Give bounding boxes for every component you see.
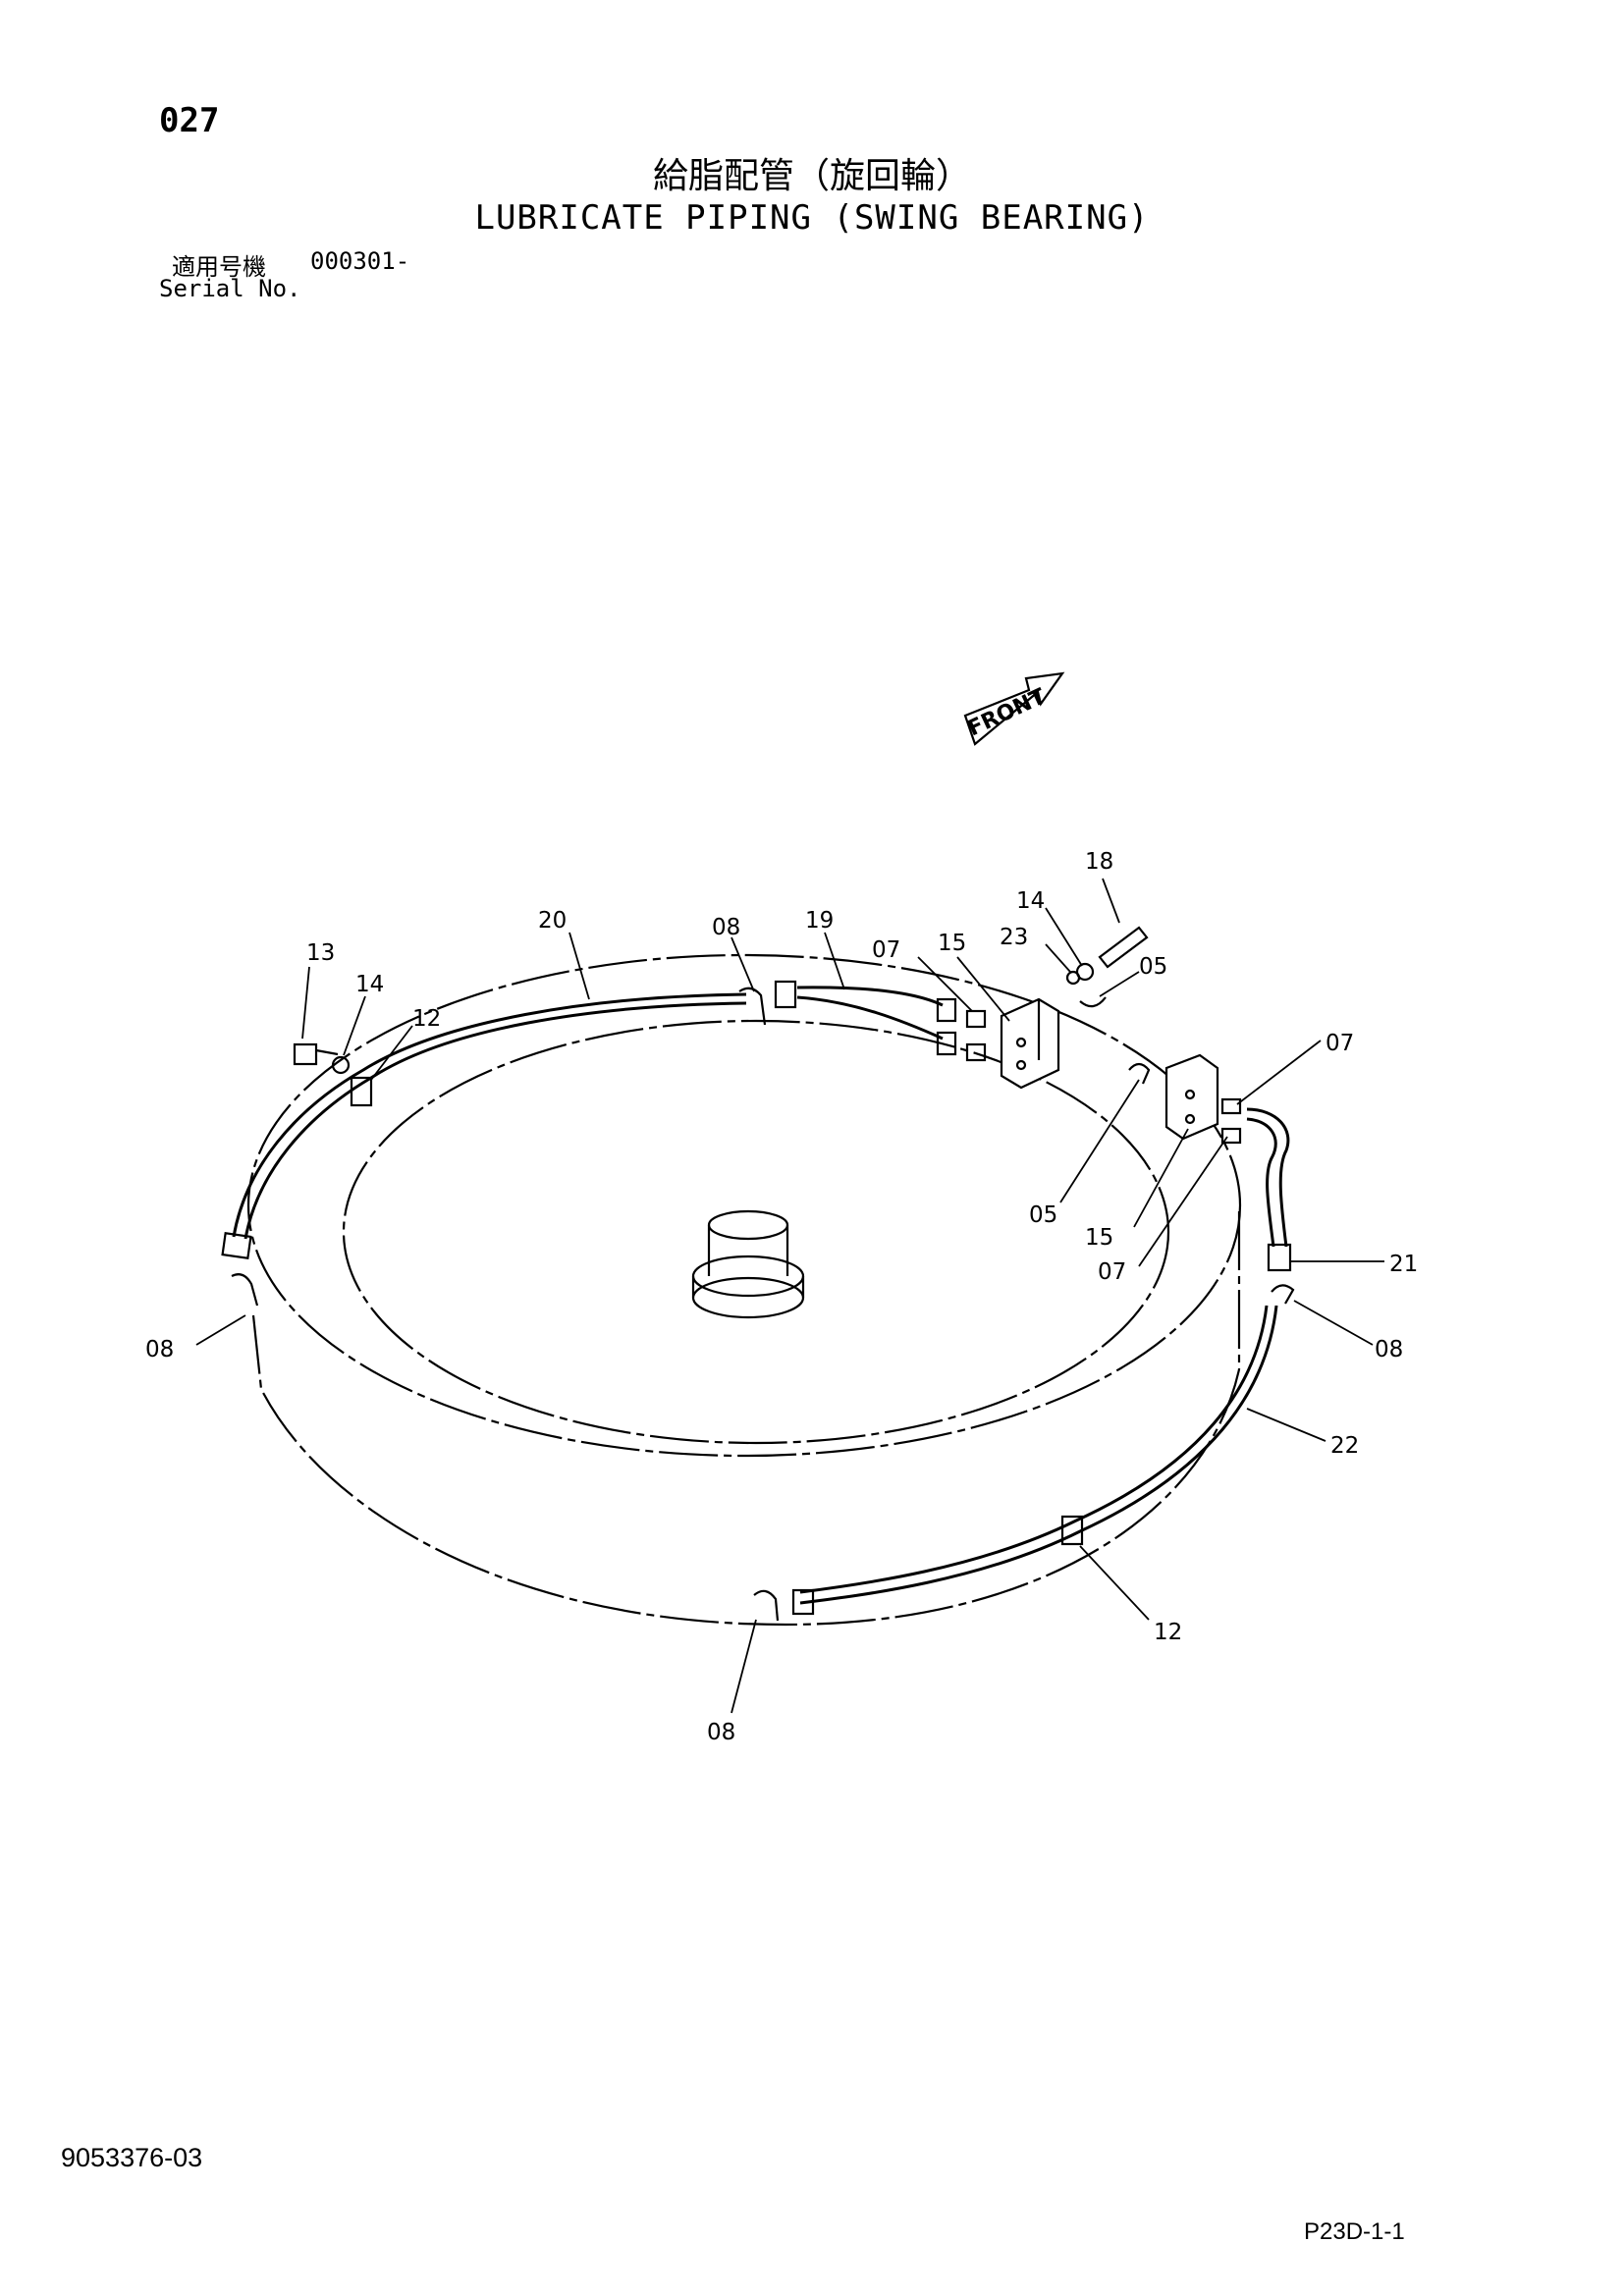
part-label: 12 xyxy=(412,1006,441,1032)
center-hub xyxy=(691,1209,805,1319)
part-label: 20 xyxy=(538,908,567,934)
part-label: 15 xyxy=(1085,1225,1113,1251)
serial-label-english: Serial No. xyxy=(159,275,301,302)
part-label: 23 xyxy=(1000,925,1028,950)
part-label: 08 xyxy=(707,1720,735,1745)
part-label: 13 xyxy=(306,940,335,966)
page-reference: P23D-1-1 xyxy=(1304,2218,1405,2245)
pipe-20 xyxy=(232,992,747,1238)
leader-lines xyxy=(195,878,1384,1714)
hose-21 xyxy=(1246,1107,1290,1248)
serial-label-japanese: 適用号機 xyxy=(172,253,266,281)
front-arrow xyxy=(963,671,1065,746)
bearing-lower-rim xyxy=(251,1205,1241,1627)
bearing-outer-edge xyxy=(246,953,1242,1458)
part-label: 08 xyxy=(1375,1337,1403,1362)
pipe-22 xyxy=(799,1305,1278,1605)
part-label: 14 xyxy=(1016,888,1045,914)
part-label: 07 xyxy=(1326,1031,1354,1056)
pipe-19 xyxy=(796,986,944,1007)
part-label: 08 xyxy=(145,1337,174,1362)
page-title-japanese: 給脂配管（旋回輪） xyxy=(652,156,971,196)
part-label: 12 xyxy=(1154,1620,1182,1645)
page-number: 027 xyxy=(159,101,220,140)
distribution-block-upper xyxy=(1000,997,1060,1090)
part-label: 14 xyxy=(355,972,384,997)
serial-value: 000301- xyxy=(310,247,410,275)
part-label: 21 xyxy=(1389,1252,1418,1277)
distribution-block-right xyxy=(1164,1053,1219,1141)
part-label: 22 xyxy=(1330,1433,1359,1459)
part-label: 05 xyxy=(1139,954,1167,980)
part-label: 07 xyxy=(1098,1259,1126,1285)
front-label: FRONT xyxy=(964,684,1050,741)
part-label: 19 xyxy=(805,908,834,934)
part-label: 18 xyxy=(1085,849,1113,875)
part-label: 05 xyxy=(1029,1202,1057,1228)
part-label: 15 xyxy=(938,931,966,956)
part-label: 08 xyxy=(712,915,740,940)
document-number: 9053376-03 xyxy=(61,2143,203,2172)
page-title-english: LUBRICATE PIPING (SWING BEARING) xyxy=(474,198,1150,238)
part-label: 07 xyxy=(872,937,900,963)
bearing-inner-edge xyxy=(342,1019,1170,1445)
